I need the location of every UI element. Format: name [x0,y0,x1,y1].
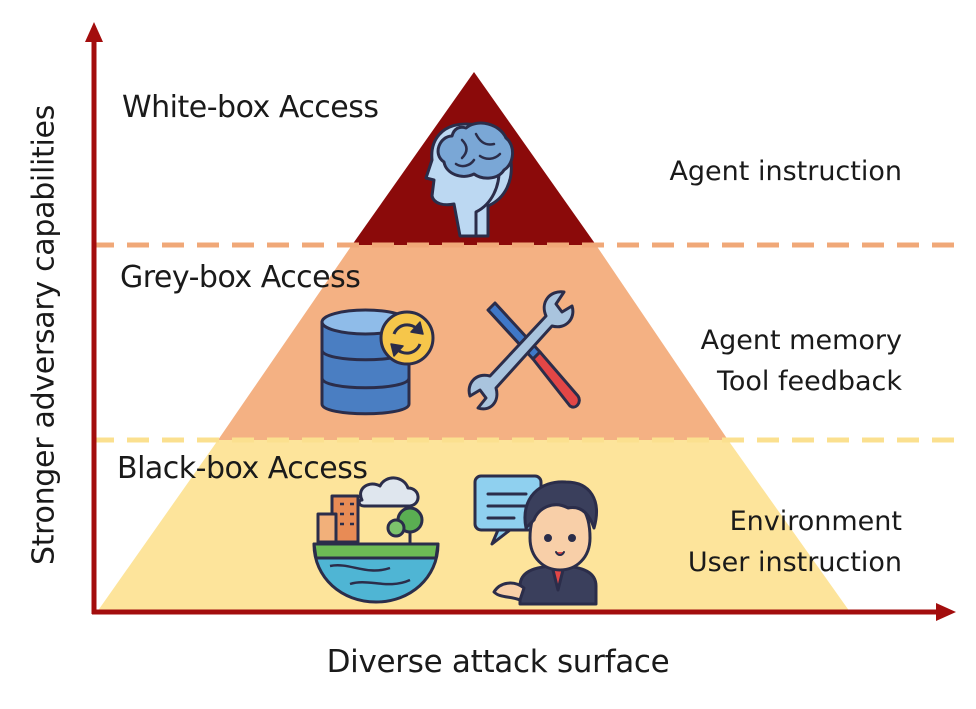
grey-box-title: Grey-box Access [120,260,361,295]
wrench-screwdriver-icon [467,290,581,411]
earth-city-icon [312,476,440,604]
brain-head-icon [424,121,514,238]
black-box-surface-user: User instruction [687,547,902,578]
y-axis-label: Stronger adversary capabilities [26,104,62,566]
x-axis-arrowhead [936,603,956,621]
black-box-surface-environment: Environment [729,506,902,537]
x-axis-label: Diverse attack surface [326,644,670,680]
database-sync-icon [320,308,435,416]
y-axis-arrowhead [85,22,103,42]
grey-box-surface-memory: Agent memory [700,325,902,356]
person-speech-icon [473,474,598,606]
grey-box-surface-tool: Tool feedback [716,366,902,397]
black-box-title: Black-box Access [117,451,368,486]
white-box-title: White-box Access [122,90,379,125]
white-box-surface: Agent instruction [669,156,902,187]
black-box-tier [97,440,850,612]
